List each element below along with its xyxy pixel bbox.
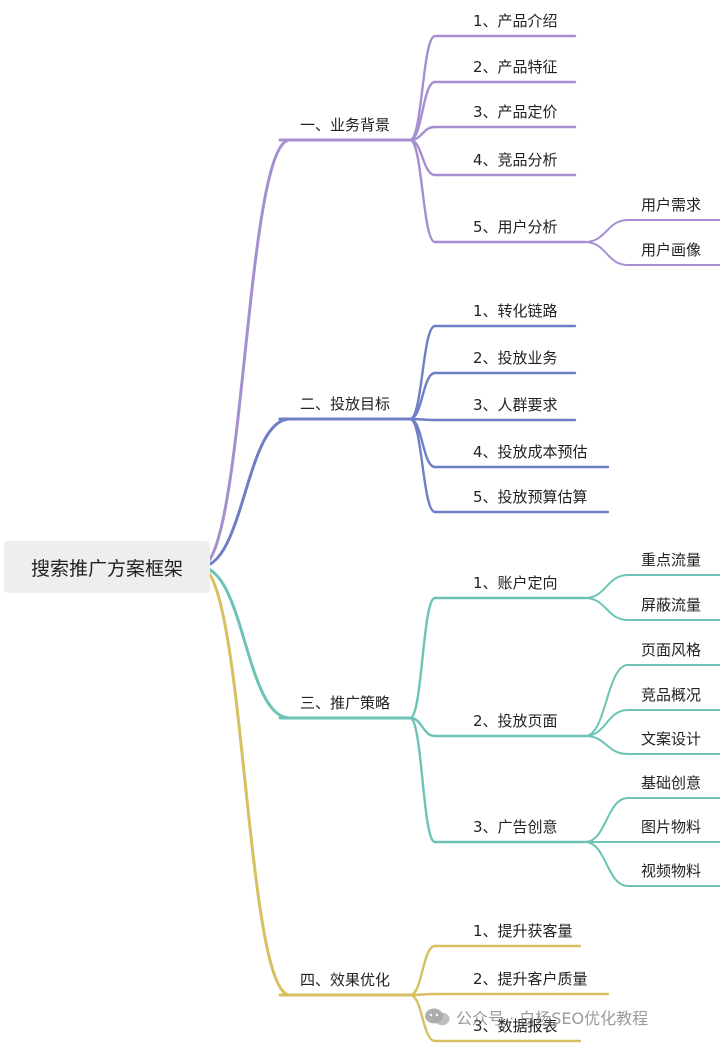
branch-1-item-5[interactable]: 5、用户分析 xyxy=(473,218,558,236)
branch-2-item-5[interactable]: 5、投放预算估算 xyxy=(473,488,588,506)
edge-root-branch-1 xyxy=(198,138,292,569)
edge-branch-2-item-1 xyxy=(408,324,437,421)
edge-branch-1-item-5-sub-1 xyxy=(584,219,629,243)
edge-branch-1-item-2 xyxy=(408,80,437,142)
branch-label-1[interactable]: 一、业务背景 xyxy=(300,116,391,134)
edge-branch-3-item-2-sub-3 xyxy=(584,735,629,755)
edge-branch-4-item-2 xyxy=(408,992,437,997)
branch-2-item-4[interactable]: 4、投放成本预估 xyxy=(473,443,588,461)
branch-3-item-1-sub-2[interactable]: 屏蔽流量 xyxy=(641,596,702,614)
wechat-icon xyxy=(425,1008,450,1026)
edge-branch-3-item-1 xyxy=(408,596,437,720)
branch-2-item-1[interactable]: 1、转化链路 xyxy=(473,302,558,320)
branch-3-item-3-sub-2[interactable]: 图片物料 xyxy=(641,818,702,836)
edge-branch-3-item-3-sub-3 xyxy=(584,841,629,887)
branch-label-2[interactable]: 二、投放目标 xyxy=(300,395,391,413)
edge-branch-2-item-5 xyxy=(408,417,437,514)
edge-branch-2-item-2 xyxy=(408,371,437,421)
branch-label-4[interactable]: 四、效果优化 xyxy=(300,971,391,989)
branch-1-item-2[interactable]: 2、产品特征 xyxy=(473,58,558,76)
branch-1-item-1[interactable]: 1、产品介绍 xyxy=(473,12,558,30)
watermark-text: 公众号 · 白杨SEO优化教程 xyxy=(456,1009,649,1028)
branch-3-item-3-sub-3[interactable]: 视频物料 xyxy=(641,862,702,880)
branch-3-item-1[interactable]: 1、账户定向 xyxy=(473,574,558,592)
branch-3-item-2[interactable]: 2、投放页面 xyxy=(473,712,558,730)
branch-label-3[interactable]: 三、推广策略 xyxy=(300,694,391,712)
branch-4-item-2[interactable]: 2、提升客户质量 xyxy=(473,970,588,988)
branch-1-item-4[interactable]: 4、竞品分析 xyxy=(473,151,558,169)
branch-1-item-5-sub-2[interactable]: 用户画像 xyxy=(641,241,702,259)
branch-3-item-3[interactable]: 3、广告创意 xyxy=(473,818,558,836)
branch-1-item-3[interactable]: 3、产品定价 xyxy=(473,103,558,121)
edge-branch-3-item-1-sub-2 xyxy=(584,597,629,621)
branch-2-item-3[interactable]: 3、人群要求 xyxy=(473,396,558,414)
branch-3-item-1-sub-1[interactable]: 重点流量 xyxy=(641,551,702,569)
branch-3-item-2-sub-2[interactable]: 竞品概况 xyxy=(641,686,702,704)
edge-branch-3-item-1-sub-1 xyxy=(584,574,629,599)
edge-branch-1-item-1 xyxy=(408,34,437,142)
branch-3-item-2-sub-3[interactable]: 文案设计 xyxy=(641,730,702,748)
edge-branch-4-item-3 xyxy=(408,993,437,1043)
branch-3-item-2-sub-1[interactable]: 页面风格 xyxy=(641,641,702,659)
branch-3-item-3-sub-1[interactable]: 基础创意 xyxy=(641,774,702,792)
branch-4-item-1[interactable]: 1、提升获客量 xyxy=(473,922,573,940)
edge-root-branch-2 xyxy=(198,417,292,569)
watermark: 公众号 · 白杨SEO优化教程 xyxy=(424,1005,648,1029)
root-label: 搜索推广方案框架 xyxy=(30,557,183,580)
edge-branch-1-item-5 xyxy=(408,138,437,244)
edge-branch-3-item-2-sub-2 xyxy=(584,709,629,737)
edge-branch-3-item-3 xyxy=(408,716,437,844)
edge-root-branch-4 xyxy=(198,565,292,997)
edge-root-branch-3 xyxy=(198,565,292,720)
edge-branch-4-item-1 xyxy=(408,944,437,997)
edge-branch-1-item-5-sub-2 xyxy=(584,241,629,266)
branch-1-item-5-sub-1[interactable]: 用户需求 xyxy=(641,196,702,214)
root-node[interactable]: 搜索推广方案框架 xyxy=(4,541,210,593)
edge-branch-3-item-2-sub-1 xyxy=(584,664,629,737)
edge-branch-3-item-3-sub-1 xyxy=(584,797,629,843)
branch-4-item-3[interactable]: 3、数据报表 xyxy=(473,1017,558,1035)
branch-2-item-2[interactable]: 2、投放业务 xyxy=(473,349,558,367)
